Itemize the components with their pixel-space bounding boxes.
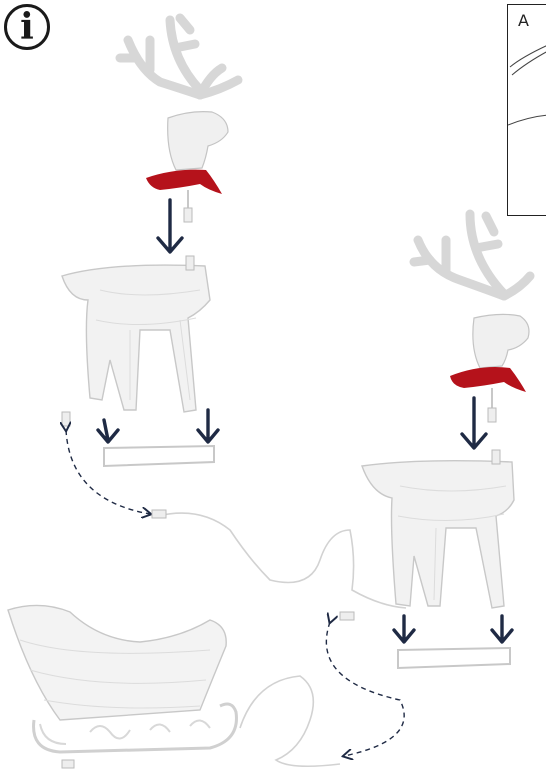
power-cable-2	[240, 676, 340, 766]
arrow-leg-to-stand-1b	[198, 410, 218, 442]
reindeer-2-body	[362, 450, 514, 608]
arrow-head-to-body-2	[462, 398, 486, 448]
arrow-head-to-body-1	[158, 200, 182, 252]
sleigh	[8, 605, 236, 768]
reindeer-1-body	[62, 256, 210, 412]
dashed-connection-arrow-2	[326, 622, 404, 756]
reindeer-2-scarf	[450, 367, 526, 392]
arrow-leg-to-stand-2b	[492, 616, 512, 642]
reindeer-1-face	[168, 112, 228, 170]
reindeer-2-antlers	[414, 214, 530, 296]
arrow-leg-to-stand-1a	[98, 420, 118, 442]
stand-1	[104, 446, 214, 466]
reindeer-2-head	[414, 214, 530, 422]
stand-2	[398, 648, 510, 668]
power-cable-1	[158, 513, 406, 608]
arrow-leg-to-stand-2a	[394, 616, 414, 642]
connector-1	[62, 412, 70, 426]
reindeer-1-head	[120, 18, 238, 222]
reindeer-1-scarf	[146, 170, 222, 194]
reindeer-1-antlers	[120, 18, 238, 95]
connector-plug-1	[152, 510, 166, 518]
reindeer-2-face	[473, 314, 529, 368]
connector-2	[340, 612, 354, 620]
